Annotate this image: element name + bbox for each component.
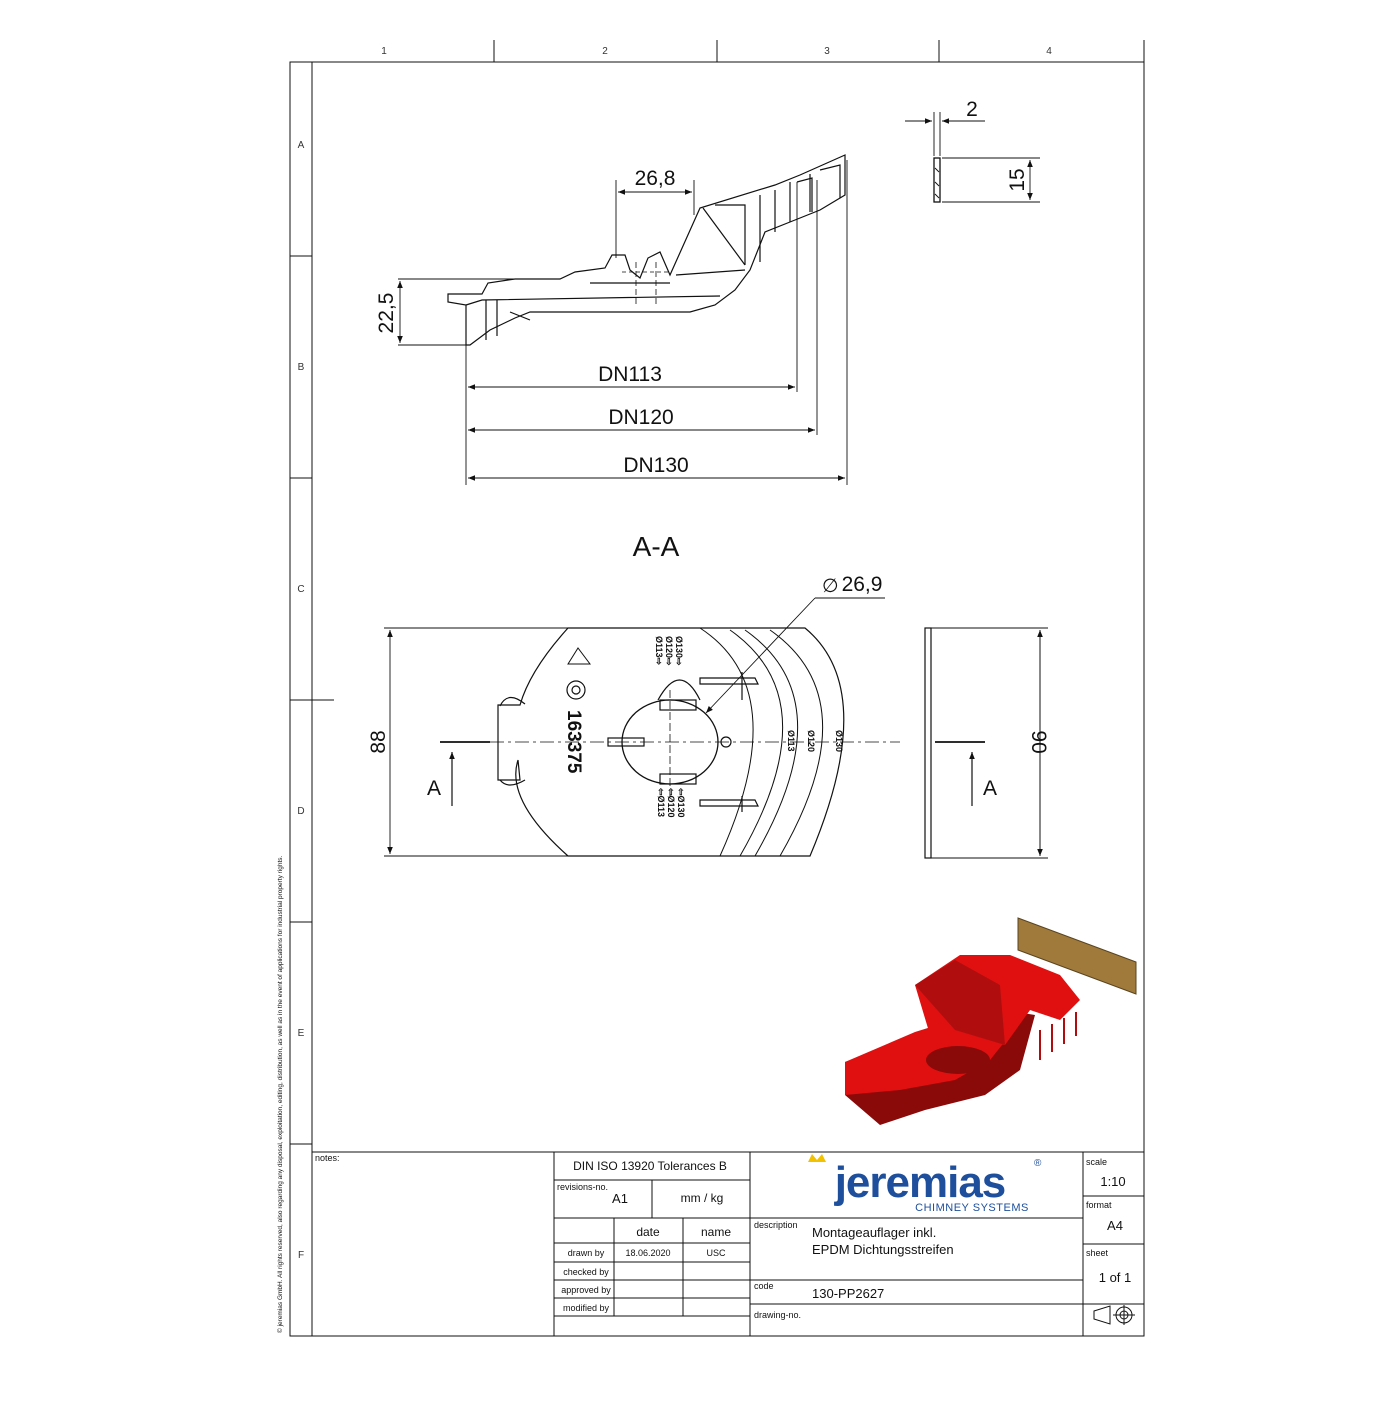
ring-label-d120: Ø120 bbox=[806, 730, 816, 752]
bottom-label-d130: ⇦Ø130 bbox=[676, 787, 686, 818]
grid-col-4: 4 bbox=[1046, 46, 1052, 57]
grid-col-3: 3 bbox=[824, 46, 830, 57]
grid-row-labels: A B C D E F bbox=[297, 140, 304, 1261]
top-view bbox=[440, 627, 900, 857]
drawn-name: USC bbox=[706, 1248, 726, 1258]
dim-26-9-label: 26,9 bbox=[842, 573, 883, 596]
description-line1: Montageauflager inkl. bbox=[812, 1225, 936, 1240]
top-label-d113: Ø113⇨ bbox=[654, 636, 664, 666]
title-block bbox=[312, 1151, 1144, 1336]
bottom-label-d120: ⇦Ø120 bbox=[666, 787, 676, 818]
notes-label: notes: bbox=[315, 1153, 340, 1163]
approved-by-label: approved by bbox=[561, 1285, 611, 1295]
part-ribs bbox=[1039, 1012, 1077, 1060]
top-label-d130: Ø130⇨ bbox=[674, 636, 684, 666]
dim-dn130-label: DN130 bbox=[623, 454, 688, 477]
grid-row-f: F bbox=[298, 1250, 304, 1261]
format-value: A4 bbox=[1107, 1218, 1123, 1233]
format-label: format bbox=[1086, 1200, 1112, 1210]
sheet-value: 1 of 1 bbox=[1099, 1270, 1132, 1285]
dim-2-label: 2 bbox=[966, 98, 978, 121]
grid-row-b: B bbox=[298, 362, 305, 373]
grid-row-d: D bbox=[297, 806, 304, 817]
bottom-label-d113: ⇦Ø113 bbox=[656, 787, 666, 817]
epdm-strip bbox=[1017, 917, 1137, 995]
registered-mark: ® bbox=[1034, 1158, 1042, 1169]
dim-26-8-label: 26,8 bbox=[635, 167, 676, 190]
diameter-symbol: ∅ bbox=[822, 576, 839, 597]
brand-subtitle: CHIMNEY SYSTEMS bbox=[915, 1202, 1029, 1214]
name-header: name bbox=[701, 1225, 731, 1239]
drawn-date: 18.06.2020 bbox=[625, 1248, 670, 1258]
grid-column-labels: 1 2 3 4 bbox=[381, 46, 1052, 57]
drawing-no-label: drawing-no. bbox=[754, 1310, 801, 1320]
ring-label-d113: Ø113 bbox=[786, 730, 796, 752]
dim-90-label: 90 bbox=[1027, 730, 1050, 753]
modified-by-label: modified by bbox=[563, 1303, 610, 1313]
top-view-dimensions bbox=[384, 597, 885, 857]
projection-symbol-icon bbox=[1093, 1305, 1135, 1325]
tolerances-text: DIN ISO 13920 Tolerances B bbox=[573, 1159, 727, 1173]
dim-88-label: 88 bbox=[367, 730, 390, 753]
section-mark-left: A bbox=[427, 777, 441, 800]
top-label-d120: Ø120⇨ bbox=[664, 636, 674, 666]
part-ramp-side bbox=[915, 960, 1005, 1045]
section-view bbox=[447, 154, 846, 346]
drawn-by-label: drawn by bbox=[568, 1248, 605, 1258]
code-label: code bbox=[754, 1281, 774, 1291]
dim-22-5-label: 22,5 bbox=[375, 293, 398, 334]
copyright-notice: © jeremias GmbH. All rights reserved, al… bbox=[276, 855, 284, 1333]
isometric-render bbox=[845, 917, 1137, 1125]
date-header: date bbox=[636, 1225, 660, 1239]
brand-logo: jeremias ® CHIMNEY SYSTEMS bbox=[808, 1154, 1042, 1214]
scale-label: scale bbox=[1086, 1157, 1107, 1167]
dim-dn120-label: DN120 bbox=[608, 406, 673, 429]
part-number-engraving: 163375 bbox=[563, 710, 584, 774]
grid-row-c: C bbox=[297, 584, 304, 595]
grid-row-a: A bbox=[298, 140, 305, 151]
description-line2: EPDM Dichtungsstreifen bbox=[812, 1242, 954, 1257]
brand-name: jeremias bbox=[834, 1158, 1006, 1207]
grid-row-e: E bbox=[298, 1028, 305, 1039]
scale-value: 1:10 bbox=[1100, 1174, 1125, 1189]
section-dimension-lines bbox=[397, 160, 848, 485]
drawing-frame bbox=[289, 40, 1145, 1337]
code-value: 130-PP2627 bbox=[812, 1286, 884, 1301]
strip-side-view bbox=[924, 627, 1048, 859]
revisions-label: revisions-no. bbox=[557, 1182, 608, 1192]
sheet-label: sheet bbox=[1086, 1248, 1109, 1258]
description-label: description bbox=[754, 1220, 798, 1230]
grid-col-1: 1 bbox=[381, 46, 387, 57]
section-label: A-A bbox=[633, 531, 680, 562]
units-text: mm / kg bbox=[681, 1191, 724, 1205]
part-center-hole bbox=[926, 1046, 990, 1074]
seal-strip-detail bbox=[905, 112, 1040, 203]
revision-value: A1 bbox=[612, 1191, 628, 1206]
grid-col-2: 2 bbox=[602, 46, 608, 57]
checked-by-label: checked by bbox=[563, 1267, 609, 1277]
crown-icon bbox=[808, 1154, 826, 1162]
section-mark-right: A bbox=[983, 777, 997, 800]
dim-dn113-label: DN113 bbox=[598, 363, 662, 386]
ring-label-d130: Ø130 bbox=[834, 730, 844, 752]
dim-15-label: 15 bbox=[1006, 168, 1029, 191]
